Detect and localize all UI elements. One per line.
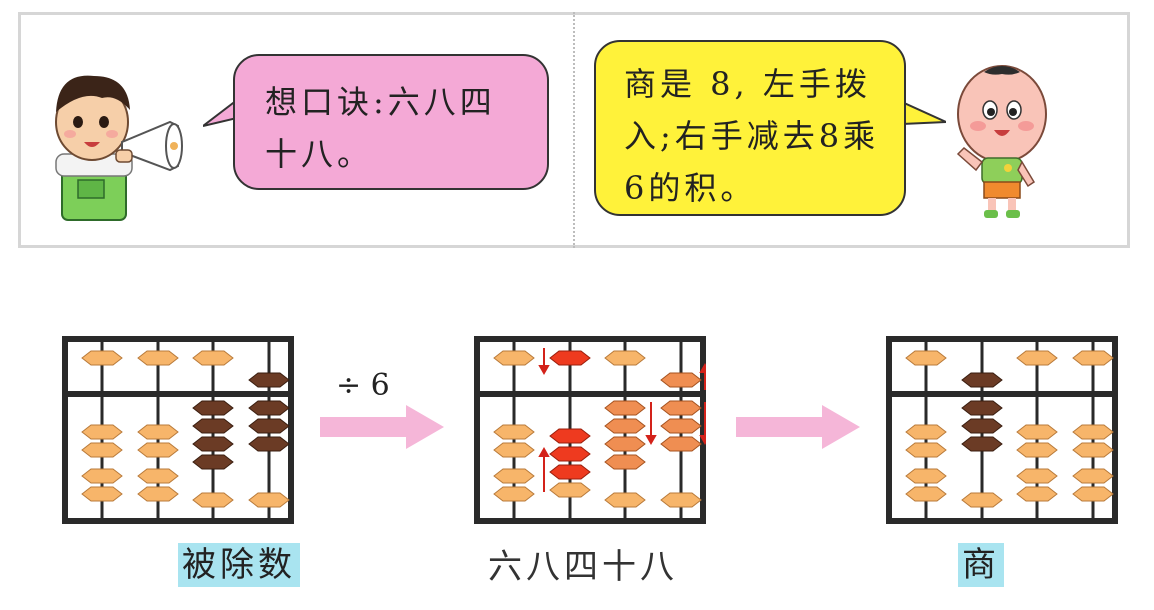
right-bubble-tail <box>902 98 946 134</box>
round-head-kid-illustration <box>948 58 1052 220</box>
right-bubble-line-1: 商是 8, 左手拨 <box>624 58 894 110</box>
right-bubble-line-2: 入;右手减去8乘 <box>624 110 894 162</box>
abacus-operation <box>474 336 706 524</box>
right-arrow-icon <box>320 405 444 449</box>
left-speech-bubble: 想口诀:六八四 十八。 <box>233 54 549 190</box>
left-bubble-line-1: 想口诀:六八四 <box>265 76 529 128</box>
abacus-quotient <box>886 336 1118 524</box>
divide-by-label: ÷ 6 <box>336 368 390 403</box>
right-arrow-icon <box>736 405 860 449</box>
left-bubble-line-2: 十八。 <box>265 128 529 180</box>
caption-multiplication-rhyme: 六八四十八 <box>488 539 678 588</box>
boy-with-megaphone-illustration <box>42 62 192 224</box>
caption-dividend: 被除数 <box>178 537 300 586</box>
caption-quotient-text: 商 <box>958 543 1004 587</box>
right-speech-bubble: 商是 8, 左手拨 入;右手减去8乘 6的积。 <box>594 40 906 216</box>
right-bubble-line-3: 6的积。 <box>624 162 894 214</box>
caption-dividend-text: 被除数 <box>178 543 300 587</box>
caption-quotient: 商 <box>958 537 1004 586</box>
abacus-dividend <box>62 336 294 524</box>
panel-divider <box>573 12 575 248</box>
left-bubble-tail <box>203 96 237 136</box>
